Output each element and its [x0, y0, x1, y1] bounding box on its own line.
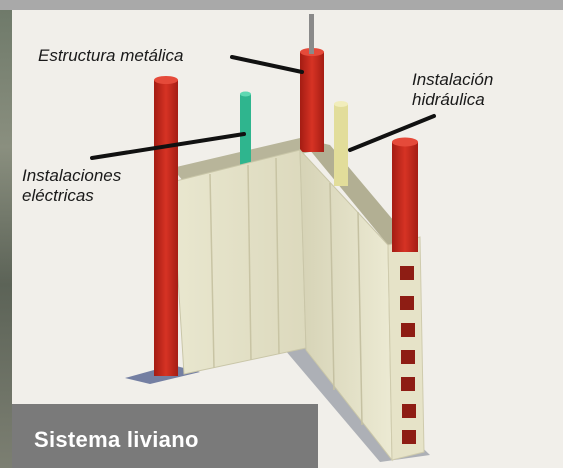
pointer-line-hydraulic [348, 114, 436, 152]
label-electric: Instalaciones eléctricas [22, 166, 121, 206]
brick-hole [401, 377, 415, 391]
panel-joint [329, 182, 335, 391]
electric-pipe-top [240, 91, 251, 97]
brick-hole [400, 266, 414, 280]
steel-column-left-top [154, 76, 178, 84]
label-metal-structure: Estructura metálica [38, 46, 184, 66]
panel-joint [357, 211, 363, 426]
label-hydraulic-line1: Instalación [412, 70, 494, 89]
label-electric-line1: Instalaciones [22, 166, 122, 185]
threaded-rod [309, 14, 314, 54]
panel-joint [275, 157, 280, 355]
steel-column-left [154, 80, 178, 376]
caption-title: Sistema liviano [34, 427, 199, 452]
top-border [0, 0, 563, 10]
label-hydraulic-line2: hidráulica [412, 90, 485, 109]
steel-column-right [392, 142, 418, 252]
wall-top-right [300, 138, 410, 245]
wall-panel-left [171, 149, 307, 375]
steel-column-right-top [392, 137, 418, 147]
steel-column-center [300, 52, 324, 152]
brick-hole [402, 404, 416, 418]
electric-pipe [240, 94, 251, 166]
caption-box: Sistema liviano [12, 404, 318, 468]
brick-holes [400, 266, 416, 444]
brick-hole [402, 430, 416, 444]
hydraulic-pipe-top [334, 101, 348, 107]
pointer-line-electric [90, 132, 246, 160]
pointer-line-metal [230, 55, 304, 74]
brick-hole [400, 296, 414, 310]
panel-joint [209, 173, 215, 369]
brick-hole [401, 350, 415, 364]
brick-hole [401, 323, 415, 337]
hydraulic-pipe [334, 104, 348, 186]
left-background-strip [0, 10, 12, 468]
label-hydraulic: Instalación hidráulica [412, 70, 493, 110]
panel-joint [247, 164, 252, 361]
label-metal-structure-text: Estructura metálica [38, 46, 184, 65]
label-electric-line2: eléctricas [22, 186, 94, 205]
